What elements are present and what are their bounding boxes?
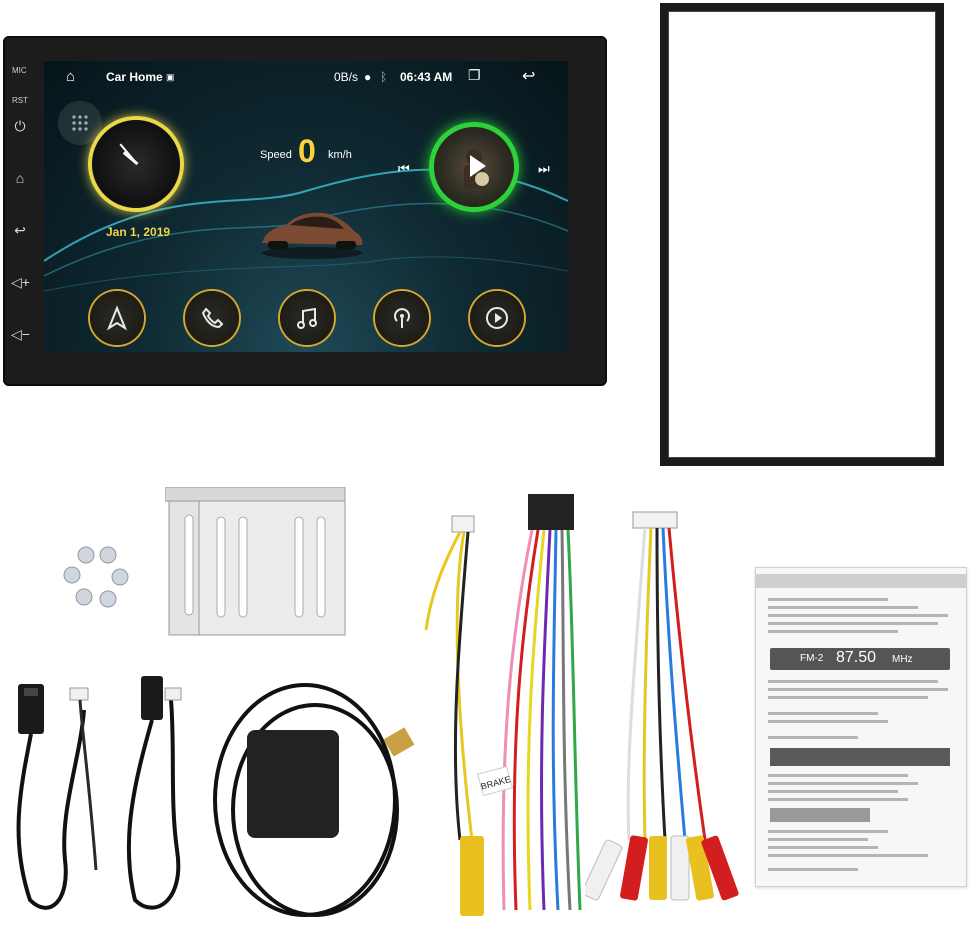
grid-icon bbox=[72, 115, 88, 131]
hour-hand bbox=[122, 151, 139, 166]
manual-text-line bbox=[768, 598, 888, 601]
manual-text-line bbox=[768, 798, 908, 801]
previous-track-icon[interactable]: ⏮ bbox=[398, 161, 410, 176]
user-manual: FM-2 87.50 MHz bbox=[755, 567, 967, 887]
back-side-icon[interactable]: ↩ bbox=[14, 222, 26, 238]
manual-text-line bbox=[768, 712, 878, 715]
volume-up-icon[interactable]: ◁+ bbox=[11, 274, 30, 290]
image-icon: ▣ bbox=[166, 72, 175, 82]
speed-value: 0 bbox=[298, 133, 316, 169]
volume-down-icon[interactable]: ◁− bbox=[11, 326, 30, 342]
usb-cable-1-image bbox=[16, 684, 98, 910]
fm-frequency: 87.50 bbox=[836, 649, 877, 666]
navigation-icon bbox=[106, 305, 128, 331]
time-display: 06:43 AM bbox=[400, 70, 453, 84]
status-bar: ⌂ Car Home ▣ 0B/s ● ᛒ 06:43 AM ❐ ↩ bbox=[44, 61, 568, 91]
manual-text-line bbox=[768, 688, 948, 691]
dock-radio-button[interactable] bbox=[375, 291, 429, 345]
manual-text-line bbox=[768, 680, 938, 683]
music-note-icon bbox=[297, 307, 317, 329]
mounting-bracket-image bbox=[165, 487, 346, 636]
speed-unit: km/h bbox=[328, 149, 352, 161]
manual-text-line bbox=[768, 720, 888, 723]
manual-text-line bbox=[768, 614, 948, 617]
radio-icon bbox=[394, 308, 410, 328]
analog-clock[interactable] bbox=[92, 120, 180, 208]
manual-text-line bbox=[768, 838, 868, 841]
manual-control-bar bbox=[770, 808, 870, 822]
dock-video-button[interactable] bbox=[470, 291, 524, 345]
home-icon[interactable]: ⌂ bbox=[66, 68, 76, 85]
dock-navigation-button[interactable] bbox=[90, 291, 144, 345]
manual-text-line bbox=[768, 782, 918, 785]
manual-text-line bbox=[768, 830, 888, 833]
manual-text-line bbox=[768, 846, 878, 849]
music-player-widget[interactable] bbox=[434, 127, 514, 207]
manual-text-line bbox=[768, 774, 908, 777]
manual-text-line bbox=[768, 630, 898, 633]
manual-text-line bbox=[768, 736, 858, 739]
home-side-icon[interactable]: ⌂ bbox=[15, 170, 25, 186]
rca-cable-image bbox=[585, 511, 739, 901]
mic-label: MIC bbox=[12, 66, 27, 75]
dock-phone-button[interactable] bbox=[185, 291, 239, 345]
clock-date: Jan 1, 2019 bbox=[106, 225, 171, 239]
sports-car-image bbox=[262, 212, 363, 259]
manual-header-bar bbox=[756, 574, 966, 588]
next-track-icon[interactable]: ⏭ bbox=[538, 161, 550, 176]
manual-text-line bbox=[768, 854, 928, 857]
fm-unit: MHz bbox=[892, 654, 913, 665]
video-play-icon bbox=[486, 307, 508, 329]
manual-text-line bbox=[768, 790, 898, 793]
location-icon: ● bbox=[364, 70, 372, 84]
manual-text-line bbox=[768, 622, 938, 625]
gps-antenna-image bbox=[213, 683, 415, 917]
speed-label: Speed bbox=[260, 149, 292, 161]
fm-band: FM-2 bbox=[800, 653, 824, 664]
manual-text-line bbox=[768, 606, 918, 609]
manual-text-line bbox=[768, 696, 928, 699]
manual-icon-bar bbox=[770, 748, 950, 766]
wiring-harness-image: BRAKE bbox=[424, 494, 582, 916]
bluetooth-icon: ᛒ bbox=[380, 70, 388, 84]
recent-apps-icon[interactable]: ❐ bbox=[468, 67, 481, 83]
dock-music-button[interactable] bbox=[280, 291, 334, 345]
usb-cable-2-image bbox=[126, 676, 182, 910]
rst-label: RST bbox=[12, 96, 28, 105]
mounting-frame bbox=[660, 3, 944, 466]
play-icon[interactable] bbox=[470, 155, 486, 177]
apps-grid-button[interactable] bbox=[58, 101, 102, 145]
fm-display: FM-2 87.50 MHz bbox=[770, 648, 950, 670]
back-icon[interactable]: ↩ bbox=[522, 68, 536, 85]
app-title: Car Home bbox=[106, 70, 163, 84]
data-rate: 0B/s bbox=[334, 70, 359, 84]
screws-image bbox=[63, 546, 129, 608]
phone-icon bbox=[201, 307, 224, 329]
power-icon[interactable]: ⏻ bbox=[14, 118, 26, 134]
head-unit: MIC RST ⏻ ⌂ ↩ ◁+ ◁− ⌂ Car Home ▣ 0B/s ● … bbox=[3, 36, 607, 386]
manual-text-line bbox=[768, 868, 858, 871]
touchscreen[interactable]: ⌂ Car Home ▣ 0B/s ● ᛒ 06:43 AM ❐ ↩ Jan 1… bbox=[44, 61, 568, 352]
